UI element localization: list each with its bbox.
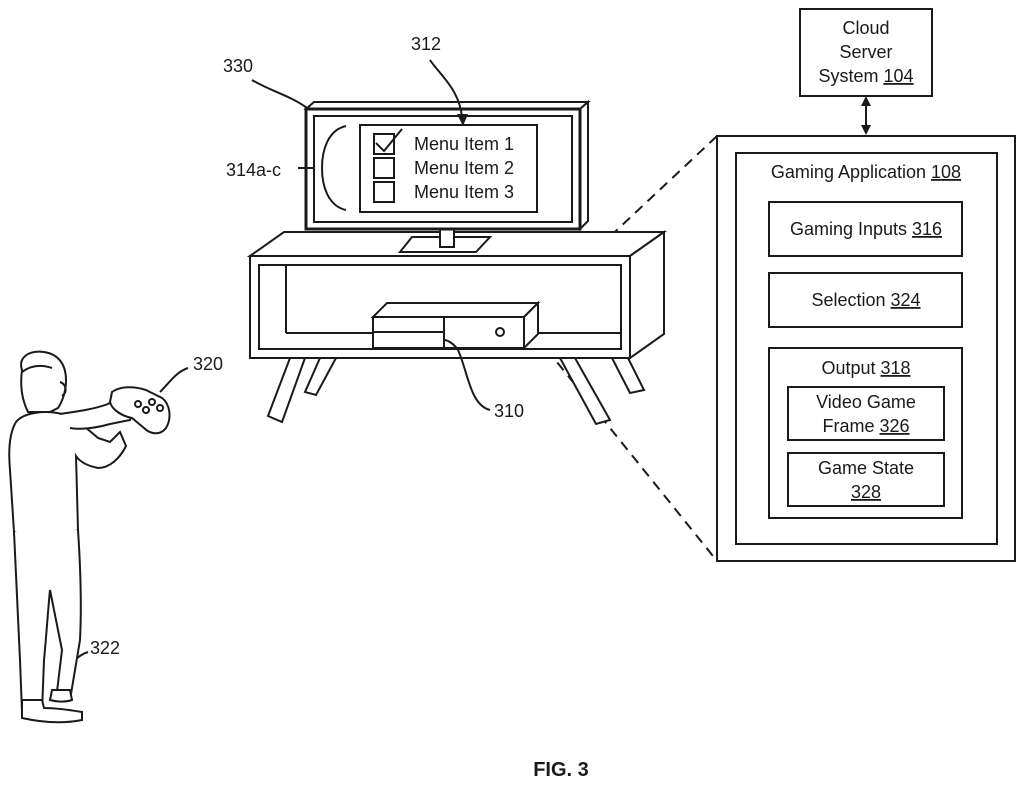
- selection-text: Selection: [811, 290, 890, 310]
- video-frame-ref: 326: [879, 416, 909, 436]
- ref-320: 320: [193, 354, 223, 374]
- menu-item-3[interactable]: Menu Item 3: [414, 182, 514, 202]
- output-label: Output 318: [821, 358, 910, 378]
- ref-330: 330: [223, 56, 253, 76]
- cloud-connection-arrow: [861, 96, 871, 135]
- gaming-inputs-text: Gaming Inputs: [790, 219, 912, 239]
- figure-caption: FIG. 3: [533, 759, 589, 781]
- gaming-app-ref: 108: [931, 162, 961, 182]
- ref-322: 322: [90, 638, 120, 658]
- cloud-ref: 104: [883, 66, 913, 86]
- video-frame-text: Frame: [822, 416, 879, 436]
- game-state-line1: Game State: [818, 458, 914, 478]
- player-figure: [9, 352, 169, 722]
- ref-314a-c: 314a-c: [226, 160, 281, 180]
- video-frame-line2: Frame 326: [822, 416, 909, 436]
- gaming-application-panel: Gaming Application 108 Gaming Inputs 316…: [717, 136, 1015, 561]
- selection-ref: 324: [891, 290, 921, 310]
- game-console: [373, 303, 538, 348]
- tv-menu: Menu Item 1 Menu Item 2 Menu Item 3: [360, 125, 537, 212]
- ref-312: 312: [411, 34, 441, 54]
- gaming-app-title-text: Gaming Application: [771, 162, 931, 182]
- menu-item-2[interactable]: Menu Item 2: [414, 158, 514, 178]
- video-frame-line1: Video Game: [816, 392, 916, 412]
- ref-330-leader: [252, 80, 310, 110]
- output-ref: 318: [881, 358, 911, 378]
- cloud-line1: Cloud: [842, 18, 889, 38]
- ref-310: 310: [494, 401, 524, 421]
- gaming-inputs-label: Gaming Inputs 316: [790, 219, 942, 239]
- cloud-line3-text: System: [818, 66, 883, 86]
- cloud-line3: System 104: [818, 66, 913, 86]
- selection-label: Selection 324: [811, 290, 920, 310]
- output-text: Output: [821, 358, 880, 378]
- game-state-ref: 328: [851, 482, 881, 502]
- cloud-line2: Server: [839, 42, 892, 62]
- cloud-server-box: Cloud Server System 104: [800, 9, 932, 96]
- ref-320-leader: [160, 368, 188, 392]
- gaming-app-title: Gaming Application 108: [771, 162, 961, 182]
- menu-item-1[interactable]: Menu Item 1: [414, 134, 514, 154]
- gaming-inputs-ref: 316: [912, 219, 942, 239]
